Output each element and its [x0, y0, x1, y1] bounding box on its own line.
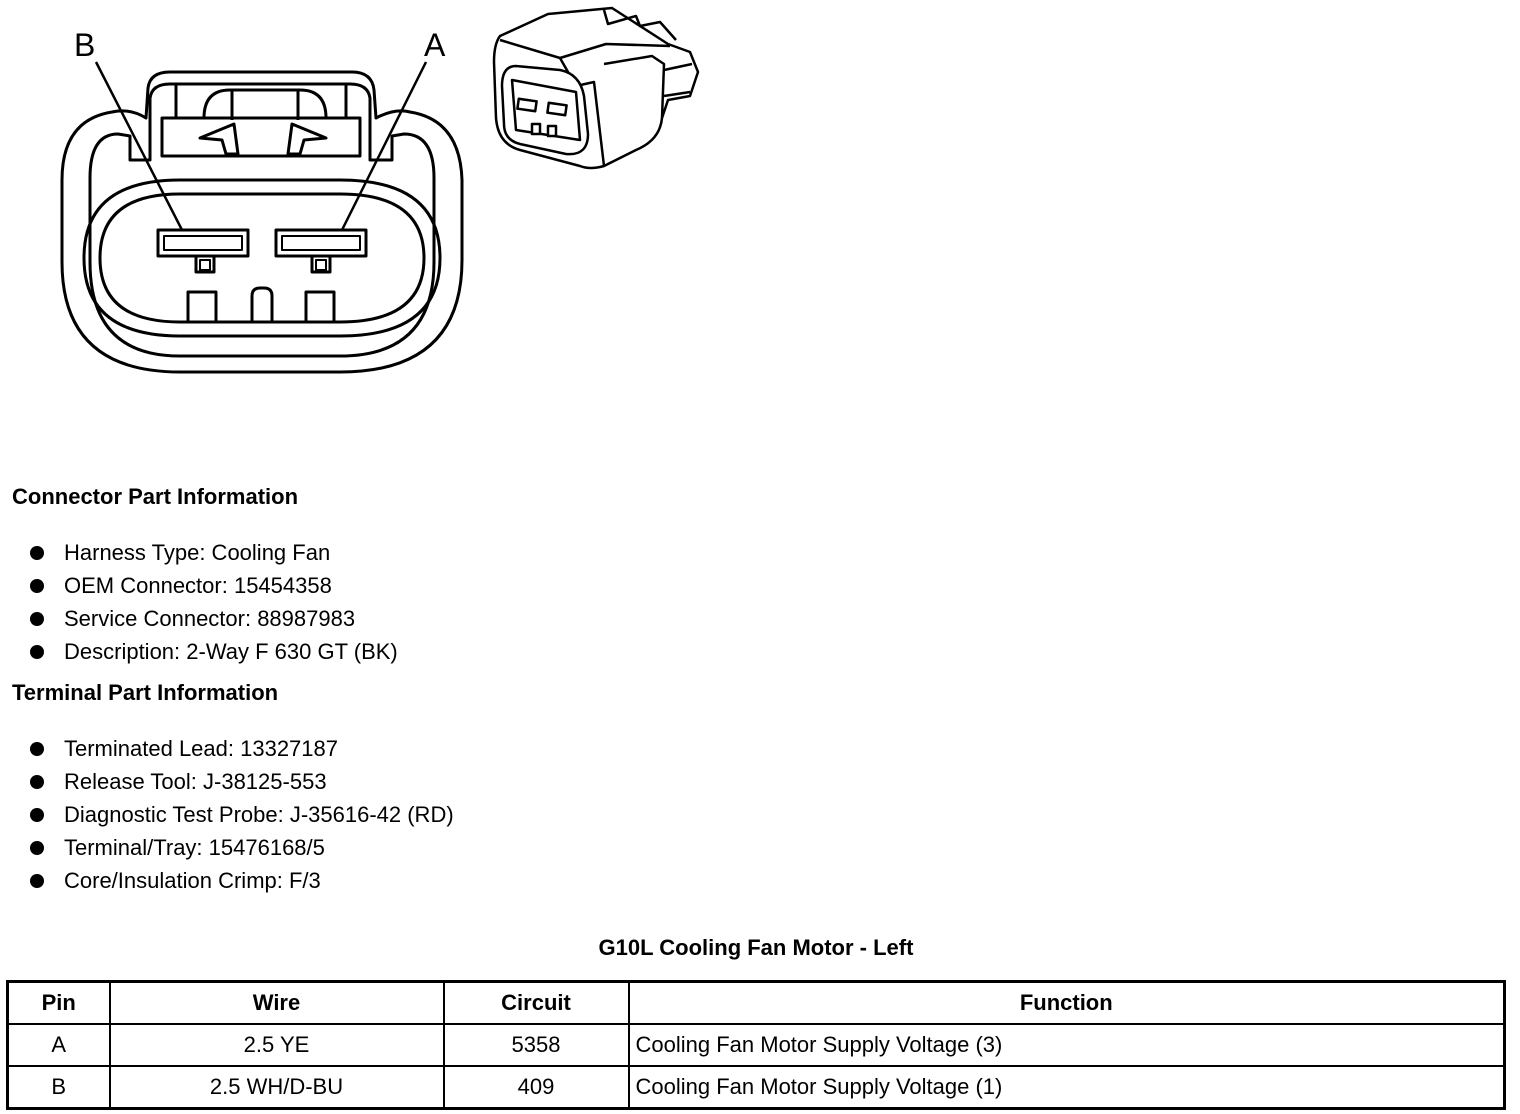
column-header-circuit: Circuit [442, 980, 630, 1025]
bullet-icon [30, 774, 44, 789]
table-row: B 2.5 WH/D-BU 409 Cooling Fan Motor Supp… [6, 1065, 1506, 1110]
bullet-icon [30, 840, 44, 855]
mating-face-inner [98, 192, 426, 324]
terminal-part-title: Terminal Part Information [12, 680, 279, 705]
pin-cell: B [6, 1065, 111, 1110]
function-cell: Cooling Fan Motor Supply Voltage (3) [627, 1023, 1506, 1067]
list-item: Release Tool: J-38125-553 [28, 765, 454, 798]
list-item: Description: 2-Way F 630 GT (BK) [28, 635, 398, 668]
pin-label-a: A [424, 27, 446, 63]
bullet-icon [30, 741, 44, 756]
list-item: Terminated Lead: 13327187 [28, 732, 454, 765]
connector-inner-shell [88, 82, 436, 358]
connector-part-title: Connector Part Information [12, 484, 299, 509]
bullet-icon [30, 578, 44, 593]
column-header-function: Function [627, 980, 1506, 1025]
mating-face-outer [82, 178, 442, 338]
wire-cell: 2.5 YE [108, 1023, 445, 1067]
circuit-cell: 5358 [442, 1023, 630, 1067]
terminal-part-list: Terminated Lead: 13327187 Release Tool: … [28, 732, 454, 897]
pin-cell: A [6, 1023, 111, 1067]
list-item: Core/Insulation Crimp: F/3 [28, 864, 454, 897]
column-header-wire: Wire [108, 980, 445, 1025]
list-item: Harness Type: Cooling Fan [28, 536, 398, 569]
list-item: Terminal/Tray: 15476168/5 [28, 831, 454, 864]
bullet-icon [30, 644, 44, 659]
connector-diagram: B A [60, 6, 700, 374]
terminal-cavity-a [274, 228, 368, 258]
bullet-icon [30, 873, 44, 888]
terminal-cavity-b [156, 228, 250, 258]
connector-part-list: Harness Type: Cooling Fan OEM Connector:… [28, 536, 398, 668]
pin-table-title: G10L Cooling Fan Motor - Left [598, 935, 914, 960]
table-row: A 2.5 YE 5358 Cooling Fan Motor Supply V… [6, 1023, 1506, 1067]
function-cell: Cooling Fan Motor Supply Voltage (1) [627, 1065, 1506, 1110]
connector-isometric-view [492, 6, 700, 170]
column-header-pin: Pin [6, 980, 111, 1025]
bullet-icon [30, 611, 44, 626]
list-item: Service Connector: 88987983 [28, 602, 398, 635]
bullet-icon [30, 807, 44, 822]
list-item: Diagnostic Test Probe: J-35616-42 (RD) [28, 798, 454, 831]
pin-label-b: B [74, 27, 95, 63]
bullet-icon [30, 545, 44, 560]
list-item: OEM Connector: 15454358 [28, 569, 398, 602]
circuit-cell: 409 [442, 1065, 630, 1110]
wire-cell: 2.5 WH/D-BU [108, 1065, 445, 1110]
table-header-row: Pin Wire Circuit Function [6, 980, 1506, 1025]
pin-table: Pin Wire Circuit Function A 2.5 YE 5358 … [6, 980, 1506, 1110]
connector-outer-shell [60, 70, 464, 374]
